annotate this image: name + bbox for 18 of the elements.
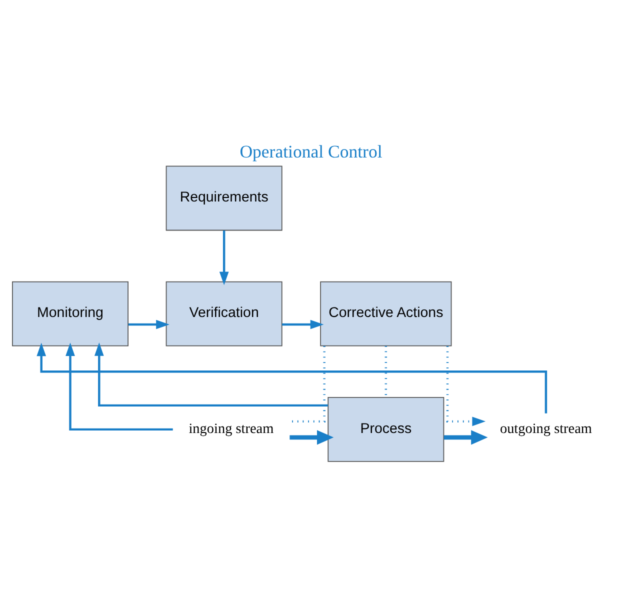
arrow: [444, 430, 488, 445]
arrow: [128, 320, 170, 330]
node-box: Corrective Actions: [320, 281, 452, 346]
connector: [290, 346, 326, 423]
arrow: [66, 342, 173, 431]
arrow: [446, 346, 486, 426]
arrow: [36, 342, 548, 414]
arrow: [219, 230, 229, 286]
diagram-title: Operational Control: [240, 141, 382, 162]
arrow: [94, 342, 328, 407]
node-box: Requirements: [166, 166, 282, 231]
node-text: ingoing stream: [188, 420, 274, 437]
arrow: [282, 320, 324, 330]
node-box: Process: [328, 396, 444, 462]
arrow: [290, 430, 334, 445]
node-text: outgoing stream: [500, 420, 592, 437]
node-box: Verification: [166, 281, 282, 346]
node-box: Monitoring: [12, 281, 128, 346]
